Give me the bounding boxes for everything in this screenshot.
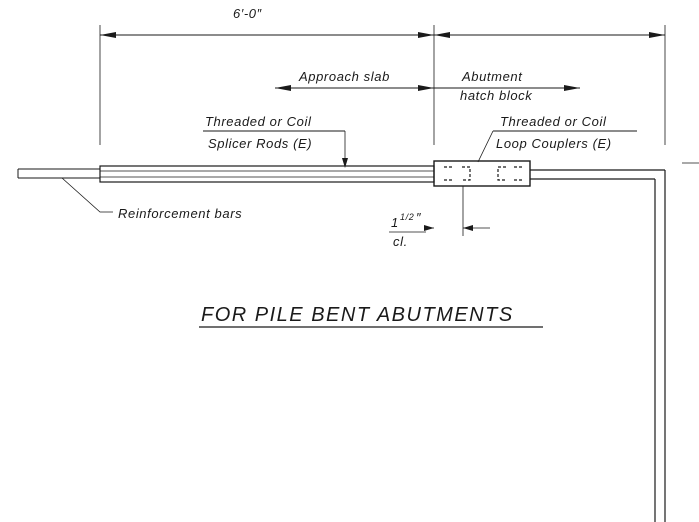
loop-bar: [530, 162, 699, 522]
coupler-label-line2: Loop Couplers (E): [496, 136, 612, 151]
arrow-right-icon: [649, 32, 665, 38]
abutment-label-line1: Abutment: [461, 69, 523, 84]
splicer-label-line1: Threaded or Coil: [205, 114, 312, 129]
arrow-right-icon: [418, 32, 434, 38]
drawing-title: FOR PILE BENT ABUTMENTS: [201, 304, 514, 326]
clearance-dimension: [424, 186, 490, 236]
arrow-left-icon: [434, 32, 450, 38]
reinforcement-bar: [17, 168, 100, 179]
clearance-whole: 1: [391, 215, 399, 230]
arrow-left-icon: [463, 225, 473, 231]
splicer-rod-assembly: [99, 165, 435, 183]
overall-dimension-line: [99, 25, 666, 145]
coupler-leader-line: [477, 130, 494, 163]
arrow-down-icon: [342, 158, 348, 168]
coupler-label-line1: Threaded or Coil: [500, 114, 607, 129]
reinforcement-label: Reinforcement bars: [118, 206, 242, 221]
coupler-block: [433, 160, 531, 187]
arrow-right-icon: [424, 225, 434, 231]
arrow-left-icon: [275, 85, 291, 91]
arrow-right-icon: [564, 85, 580, 91]
arrow-right-icon: [418, 85, 434, 91]
splicer-label-line2: Splicer Rods (E): [208, 136, 312, 151]
clearance-fraction: 1/2: [400, 212, 414, 222]
zone-arrows: [275, 85, 580, 91]
reinforcement-leader-line: [61, 177, 113, 213]
clearance-unit: cl.: [393, 234, 408, 249]
overall-dimension-label: 6′-0″: [233, 6, 262, 21]
abutment-label-line2: hatch block: [460, 88, 533, 103]
approach-slab-label: Approach slab: [298, 69, 390, 84]
clearance-inch-mark: ″: [416, 210, 421, 225]
arrow-left-icon: [100, 32, 116, 38]
